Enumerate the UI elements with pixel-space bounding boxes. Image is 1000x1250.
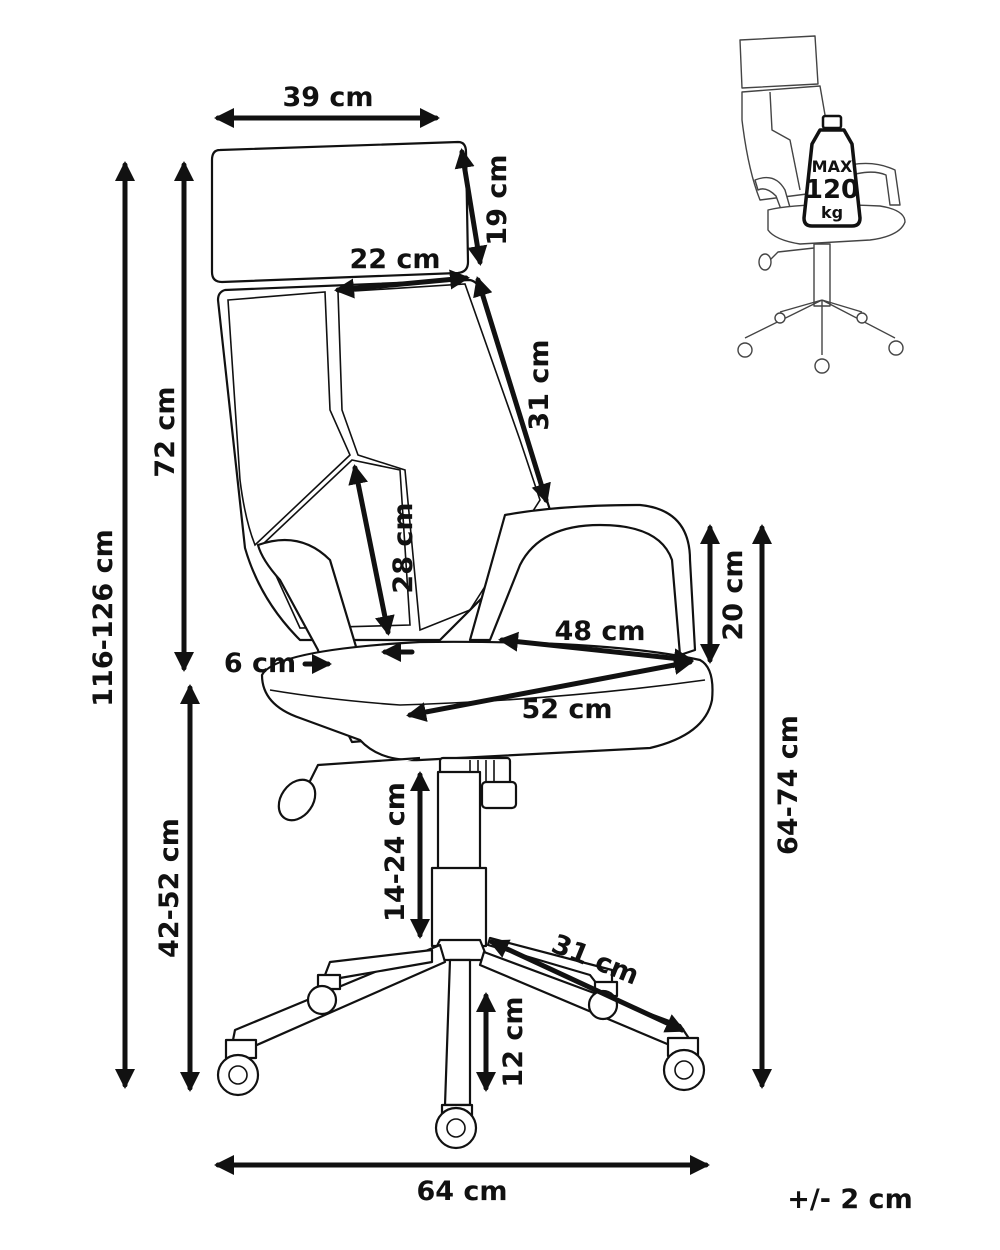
backrest-side-arrow bbox=[473, 276, 551, 504]
base-leg-front bbox=[443, 958, 472, 1107]
label-headrest-width: 39 cm bbox=[282, 82, 373, 113]
seat-width-arrow bbox=[406, 655, 694, 722]
thumb-caster-3 bbox=[814, 358, 830, 374]
caster-left bbox=[216, 1038, 260, 1097]
caster-right bbox=[662, 1036, 706, 1092]
thumb-lever-knob bbox=[758, 253, 772, 271]
label-overall-height: 116-126 cm bbox=[88, 529, 119, 706]
label-backrest-top-width: 22 cm bbox=[349, 244, 440, 275]
label-seat-width: 52 cm bbox=[521, 694, 612, 725]
max-load-label: MAX bbox=[812, 157, 853, 176]
label-gas-lift: 14-24 cm bbox=[380, 782, 411, 922]
gas-lift-cover bbox=[430, 866, 488, 948]
label-seat-height: 42-52 cm bbox=[154, 818, 185, 958]
dimension-labels: 39 cm 19 cm 22 cm 31 cm 72 cm 116-126 cm… bbox=[88, 82, 913, 1215]
label-backrest-total: 72 cm bbox=[150, 386, 181, 477]
thumb-back-panels bbox=[769, 91, 801, 191]
label-base-width: 64 cm bbox=[416, 1176, 507, 1207]
label-backrest-inner: 28 cm bbox=[388, 502, 419, 593]
thumb-base bbox=[744, 299, 896, 355]
tolerance-note: +/- 2 cm bbox=[787, 1184, 912, 1215]
max-load-unit: kg bbox=[821, 203, 843, 222]
base-leg-arrow bbox=[488, 939, 686, 1033]
height-lever bbox=[307, 756, 421, 786]
max-load-value: 120 bbox=[805, 175, 859, 205]
tension-knob bbox=[480, 780, 518, 810]
label-backrest-side: 31 cm bbox=[524, 339, 555, 430]
backrest-inner-arrow bbox=[348, 464, 395, 636]
headrest-height-arrow bbox=[454, 148, 488, 266]
caster-back-left bbox=[306, 973, 342, 1016]
backrest-top-width-arrow bbox=[334, 269, 470, 299]
label-seat-depth: 48 cm bbox=[554, 616, 645, 647]
gas-lift-upper bbox=[436, 770, 482, 872]
label-headrest-height: 19 cm bbox=[482, 154, 513, 245]
thumb-gas-lift bbox=[813, 243, 831, 307]
thumb-caster-1 bbox=[737, 342, 753, 358]
load-capacity-thumbnail: MAX 120 kg bbox=[737, 35, 906, 374]
thumb-caster-5 bbox=[856, 312, 868, 324]
thumb-headrest bbox=[739, 35, 819, 89]
thumb-caster-4 bbox=[774, 312, 786, 324]
caster-front bbox=[434, 1103, 478, 1150]
weight-icon: MAX 120 kg bbox=[802, 114, 862, 228]
lever-knob bbox=[277, 778, 317, 822]
label-armrest-gap: 6 cm bbox=[224, 648, 296, 679]
label-armrest-floor: 64-74 cm bbox=[773, 715, 804, 855]
thumb-lever bbox=[767, 247, 815, 263]
dimension-lines bbox=[115, 108, 772, 1175]
backrest-left-panel bbox=[227, 291, 351, 547]
label-armrest-height: 20 cm bbox=[718, 549, 749, 640]
label-base-height: 12 cm bbox=[498, 996, 529, 1087]
thumb-caster-2 bbox=[888, 340, 904, 356]
